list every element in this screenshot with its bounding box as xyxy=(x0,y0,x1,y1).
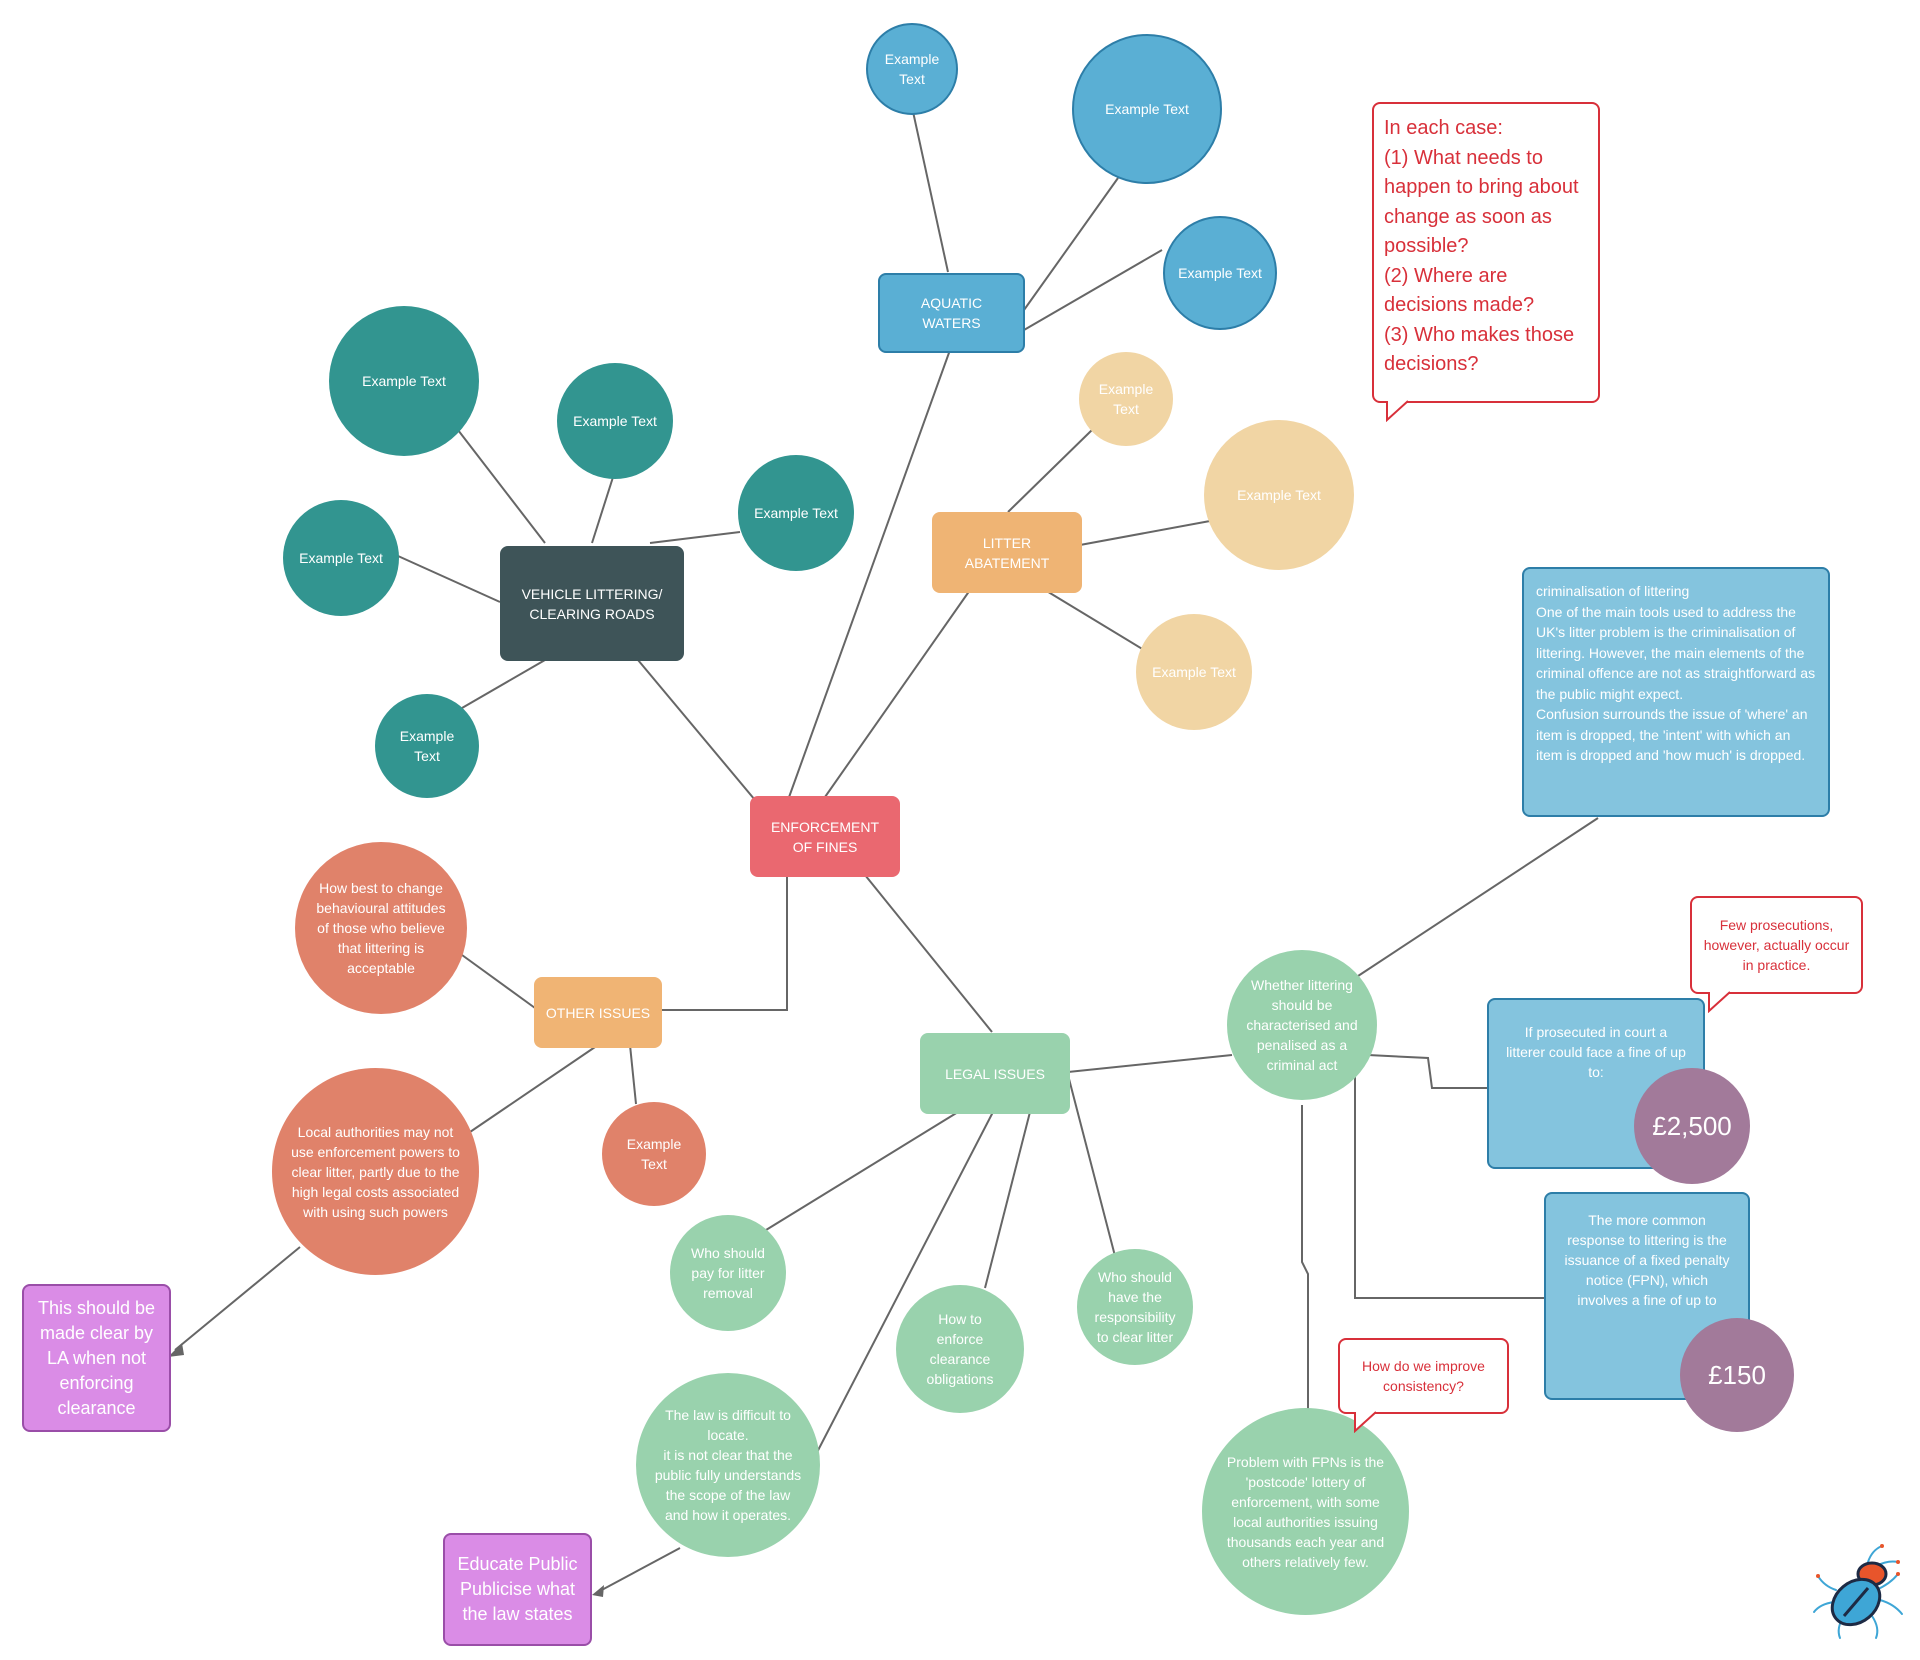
legal-leaf-postcode-label: Problem with FPNs is the 'postcode' lott… xyxy=(1226,1453,1385,1570)
other-leaf-example-label: Example Text xyxy=(626,1136,682,1172)
legal-leaf-enforce-label: How to enforce clearance obligations xyxy=(926,1311,994,1387)
aquatic-leaf-1[interactable]: Example Text xyxy=(866,23,958,115)
vehicle-leaf-1[interactable]: Example Text xyxy=(329,306,479,456)
vehicle-leaf-2-label: Example Text xyxy=(573,413,657,429)
consistency-callout-tail xyxy=(1354,1411,1377,1433)
aquatic-waters-label: AQUATIC WATERS xyxy=(920,295,983,331)
legal-leaf-responsibility-label: Who should have the responsibility to cl… xyxy=(1094,1269,1176,1345)
other-issues-label: OTHER ISSUES xyxy=(545,1004,651,1021)
legal-issues-label: LEGAL ISSUES xyxy=(945,1065,1045,1082)
consistency-callout[interactable]: How do we improve consistency? xyxy=(1338,1338,1509,1414)
legal-leaf-criminal[interactable]: Whether littering should be characterise… xyxy=(1227,950,1377,1100)
vehicle-leaf-5-label: Example Text xyxy=(399,728,455,764)
price-2500-label: £2,500 xyxy=(1652,1110,1732,1141)
litter-abatement-node[interactable]: LITTER ABATEMENT xyxy=(932,512,1082,593)
other-leaf-local-authorities[interactable]: Local authorities may not use enforcemen… xyxy=(272,1068,479,1275)
vehicle-leaf-4-label: Example Text xyxy=(299,550,383,566)
price-150-badge: £150 xyxy=(1680,1318,1794,1432)
info-criminalisation-text: criminalisation of littering One of the … xyxy=(1536,583,1816,763)
other-leaf-example[interactable]: Example Text xyxy=(602,1102,706,1206)
vehicle-littering-node[interactable]: VEHICLE LITTERING/ CLEARING ROADS xyxy=(500,546,684,661)
vehicle-leaf-3[interactable]: Example Text xyxy=(738,455,854,571)
aquatic-leaf-3[interactable]: Example Text xyxy=(1163,216,1277,330)
vehicle-leaf-2[interactable]: Example Text xyxy=(557,363,673,479)
aquatic-leaf-2[interactable]: Example Text xyxy=(1072,34,1222,184)
questions-callout[interactable]: In each case: (1) What needs to happen t… xyxy=(1372,102,1600,403)
other-leaf-behaviour[interactable]: How best to change behavioural attitudes… xyxy=(295,842,467,1014)
legal-leaf-responsibility[interactable]: Who should have the responsibility to cl… xyxy=(1077,1249,1193,1365)
vehicle-leaf-5[interactable]: Example Text xyxy=(375,694,479,798)
aquatic-waters-node[interactable]: AQUATIC WATERS xyxy=(878,273,1025,353)
litter-leaf-2-label: Example Text xyxy=(1237,487,1321,503)
legal-leaf-criminal-label: Whether littering should be characterise… xyxy=(1246,977,1358,1073)
prosecutions-callout[interactable]: Few prosecutions, however, actually occu… xyxy=(1690,896,1863,994)
action-educate-box[interactable]: Educate Public Publicise what the law st… xyxy=(443,1533,592,1646)
questions-callout-text: In each case: (1) What needs to happen t… xyxy=(1384,117,1579,375)
litter-abatement-label: LITTER ABATEMENT xyxy=(964,534,1050,571)
other-issues-node[interactable]: OTHER ISSUES xyxy=(534,977,662,1048)
prosecutions-callout-tail xyxy=(1708,991,1731,1013)
enforcement-of-fines-label: ENFORCEMENT OF FINES xyxy=(770,818,880,855)
vehicle-leaf-4[interactable]: Example Text xyxy=(283,500,399,616)
aquatic-leaf-2-label: Example Text xyxy=(1105,101,1189,117)
litter-leaf-3[interactable]: Example Text xyxy=(1136,614,1252,730)
beetle-icon xyxy=(1813,1544,1903,1639)
legal-leaf-pay-label: Who should pay for litter removal xyxy=(691,1245,765,1301)
aquatic-leaf-3-label: Example Text xyxy=(1178,265,1262,281)
action-la-box[interactable]: This should be made clear by LA when not… xyxy=(22,1284,171,1432)
legal-leaf-pay[interactable]: Who should pay for litter removal xyxy=(670,1215,786,1331)
enforcement-of-fines-node[interactable]: ENFORCEMENT OF FINES xyxy=(750,796,900,877)
consistency-callout-text: How do we improve consistency? xyxy=(1362,1358,1485,1394)
price-2500-badge: £2,500 xyxy=(1634,1068,1750,1184)
vehicle-leaf-1-label: Example Text xyxy=(362,373,446,389)
other-leaf-behaviour-label: How best to change behavioural attitudes… xyxy=(316,880,446,976)
action-la-label: This should be made clear by LA when not… xyxy=(37,1297,156,1418)
info-criminalisation-box[interactable]: criminalisation of littering One of the … xyxy=(1522,567,1830,817)
vehicle-leaf-3-label: Example Text xyxy=(754,505,838,521)
legal-leaf-law-label: The law is difficult to locate. it is no… xyxy=(654,1407,802,1523)
litter-leaf-2[interactable]: Example Text xyxy=(1204,420,1354,570)
action-educate-label: Educate Public Publicise what the law st… xyxy=(457,1554,578,1624)
vehicle-littering-label: VEHICLE LITTERING/ CLEARING ROADS xyxy=(521,585,663,622)
info-prosecuted-text: If prosecuted in court a litterer could … xyxy=(1506,1024,1686,1080)
legal-issues-node[interactable]: LEGAL ISSUES xyxy=(920,1033,1070,1114)
litter-leaf-3-label: Example Text xyxy=(1152,664,1236,680)
legal-leaf-law[interactable]: The law is difficult to locate. it is no… xyxy=(636,1373,820,1557)
legal-leaf-enforce[interactable]: How to enforce clearance obligations xyxy=(896,1285,1024,1413)
price-150-label: £150 xyxy=(1708,1359,1766,1390)
info-fpn-text: The more common response to littering is… xyxy=(1564,1212,1730,1308)
litter-leaf-1-label: Example Text xyxy=(1098,381,1154,417)
legal-leaf-postcode[interactable]: Problem with FPNs is the 'postcode' lott… xyxy=(1202,1408,1409,1615)
litter-leaf-1[interactable]: Example Text xyxy=(1079,352,1173,446)
other-leaf-local-authorities-label: Local authorities may not use enforcemen… xyxy=(291,1123,460,1220)
questions-callout-tail xyxy=(1386,400,1409,422)
prosecutions-callout-text: Few prosecutions, however, actually occu… xyxy=(1703,917,1850,973)
aquatic-leaf-1-label: Example Text xyxy=(884,51,940,87)
